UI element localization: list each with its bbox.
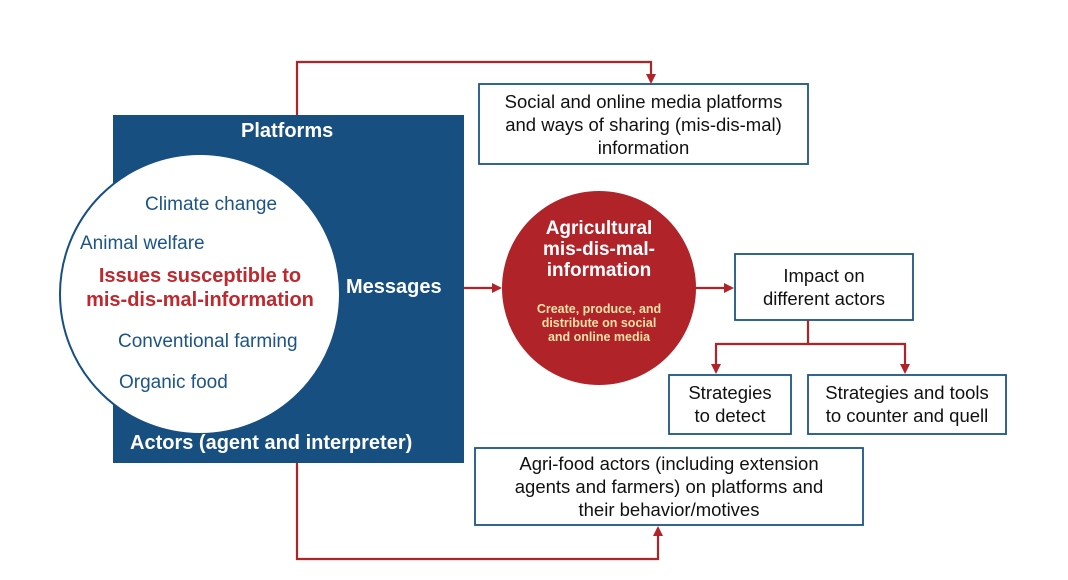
topic-organic-food: Organic food bbox=[119, 372, 228, 393]
platforms-info-line3: information bbox=[597, 137, 690, 158]
misinformation-title: Agricultural mis-dis-mal- information bbox=[505, 218, 693, 281]
counter-arrow bbox=[808, 342, 910, 374]
counter-box bbox=[807, 374, 1007, 435]
impact-line2: different actors bbox=[762, 288, 886, 309]
agrifood-actors-text: Agri-food actors (including extension ag… bbox=[475, 452, 863, 521]
misinformation-subtitle: Create, produce, and distribute on socia… bbox=[505, 302, 693, 344]
counter-text: Strategies and tools to counter and quel… bbox=[808, 381, 1006, 427]
misinformation-subtitle-line1: Create, produce, and bbox=[536, 302, 662, 316]
detect-arrow bbox=[711, 342, 808, 374]
misinformation-title-line2: mis-dis-mal- bbox=[543, 239, 655, 260]
platforms-label: Platforms bbox=[241, 120, 334, 142]
impact-line1: Impact on bbox=[783, 265, 865, 286]
misinformation-node bbox=[502, 191, 696, 385]
topic-climate-change: Climate change bbox=[145, 194, 278, 215]
agrifood-actors-line2: agents and farmers) on platforms and bbox=[514, 476, 824, 497]
agrifood-actors-line1: Agri-food actors (including extension bbox=[519, 453, 819, 474]
agrifood-actors-line3: their behavior/motives bbox=[578, 499, 760, 520]
detect-line1: Strategies bbox=[688, 382, 772, 403]
platforms-info-box bbox=[478, 83, 809, 165]
misinformation-subtitle-line3: and online media bbox=[547, 330, 651, 344]
detect-line2: to detect bbox=[694, 405, 766, 426]
misinformation-title-line1: Agricultural bbox=[545, 218, 653, 239]
misinformation-title-line3: information bbox=[546, 260, 652, 281]
issues-heading: Issues susceptible to mis-dis-mal-inform… bbox=[60, 264, 340, 312]
topic-animal-welfare: Animal welfare bbox=[80, 233, 205, 254]
detect-box bbox=[668, 374, 792, 435]
platforms-info-line1: Social and online media platforms bbox=[504, 91, 783, 112]
impact-text: Impact on different actors bbox=[735, 264, 913, 310]
agrifood-actors-box bbox=[474, 447, 864, 526]
issues-heading-line2: mis-dis-mal-information bbox=[86, 289, 314, 311]
counter-line2: to counter and quell bbox=[825, 405, 989, 426]
misinformation-subtitle-line2: distribute on social bbox=[541, 316, 657, 330]
platforms-info-line2: and ways of sharing (mis-dis-mal) bbox=[505, 114, 782, 135]
impact-box bbox=[734, 253, 914, 321]
platforms-arrow bbox=[295, 60, 656, 115]
topic-conventional-farming: Conventional farming bbox=[118, 331, 298, 352]
issues-circle bbox=[59, 153, 341, 435]
actors-label: Actors (agent and interpreter) bbox=[130, 432, 413, 454]
platforms-info-text: Social and online media platforms and wa… bbox=[479, 90, 808, 159]
counter-line1: Strategies and tools bbox=[825, 382, 989, 403]
messages-label: Messages bbox=[346, 276, 442, 298]
actors-arrow bbox=[295, 463, 663, 561]
detect-text: Strategies to detect bbox=[669, 381, 791, 427]
issues-heading-line1: Issues susceptible to bbox=[98, 265, 302, 287]
